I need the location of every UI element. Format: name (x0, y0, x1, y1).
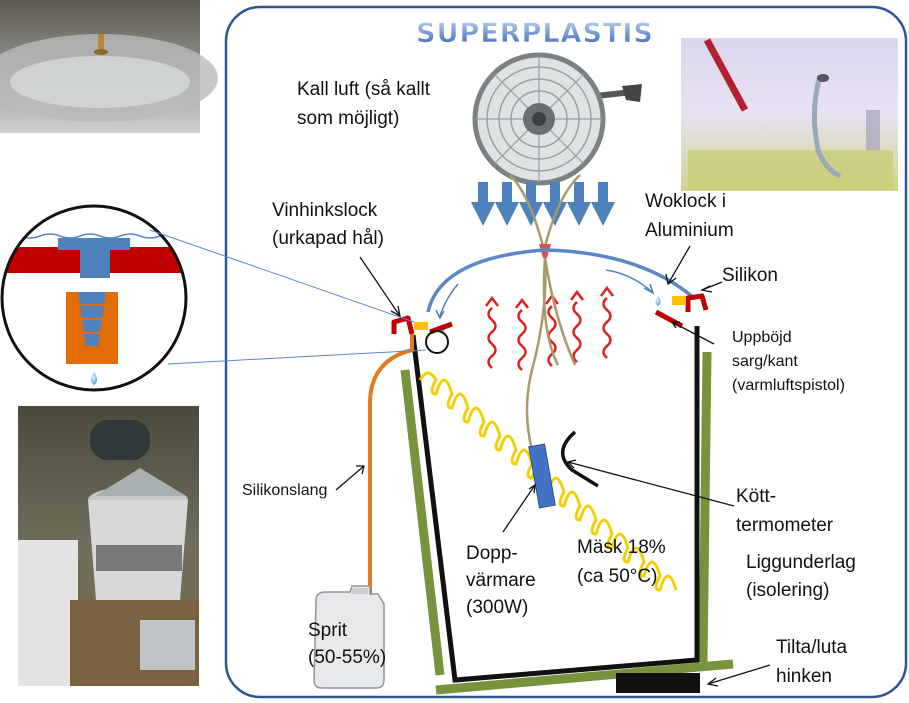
silicone-left (414, 322, 428, 330)
label-thermometer-line2: termometer (736, 515, 834, 536)
wok-lid (426, 248, 696, 313)
silicone-right (672, 296, 686, 305)
label-heater-line1: Dopp- (466, 543, 518, 564)
insulation-mat (400, 351, 734, 695)
magnifier-circle (425, 330, 449, 354)
condensate-drop-icon (91, 372, 97, 385)
label-cold-air-line2: som möjligt) (297, 108, 399, 129)
label-heater-line2: värmare (466, 570, 536, 591)
label-mash-line2: (ca 50°C) (577, 566, 657, 587)
bucket (410, 326, 700, 683)
photo-setup (18, 406, 199, 686)
detail-zoom (0, 204, 427, 392)
immersion-heater (509, 174, 581, 509)
photo-inside-bucket (681, 38, 898, 191)
condensate-drop-icon (655, 296, 661, 306)
label-rim-line2: sarg/kant (732, 353, 798, 370)
desk-fan-icon (472, 52, 642, 186)
bent-rim-right (654, 293, 709, 329)
diagram-title: SUPERPLASTIS (416, 18, 654, 49)
label-mash-line1: Mäsk 18% (577, 537, 666, 558)
label-spirit-line1: Sprit (308, 620, 348, 641)
label-rim-line3: (varmluftspistol) (732, 377, 845, 394)
label-cold-air-line1: Kall luft (så kallt (297, 79, 431, 100)
label-tilt-line1: Tilta/luta (776, 637, 848, 658)
meat-thermometer (561, 430, 599, 488)
label-thermometer-line1: Kött- (736, 486, 776, 507)
label-wok-lid-line1: Woklock i (645, 191, 726, 212)
heat-waves (485, 285, 614, 371)
tilt-block (616, 673, 700, 693)
label-tilt-line2: hinken (776, 666, 832, 687)
label-wine-lid-line1: Vinhinkslock (272, 200, 378, 221)
label-insulation-line1: Liggunderlag (746, 552, 856, 573)
leader-arrows (335, 245, 771, 687)
label-wok-lid-line2: Aluminium (645, 220, 734, 241)
label-rim-line1: Uppböjd (732, 329, 792, 346)
label-hose: Silikonslang (242, 482, 327, 499)
cold-air-arrows (471, 182, 615, 226)
label-insulation-line2: (isolering) (746, 580, 829, 601)
jerrycan-icon (313, 585, 385, 689)
photo-lid-closeup (0, 0, 218, 133)
label-heater-line3: (300W) (466, 597, 528, 618)
label-silicone: Silikon (722, 265, 778, 286)
label-spirit-line2: (50-55%) (308, 647, 386, 668)
diagram-frame (224, 5, 908, 699)
label-wine-lid-line2: (urkapad hål) (272, 228, 384, 249)
